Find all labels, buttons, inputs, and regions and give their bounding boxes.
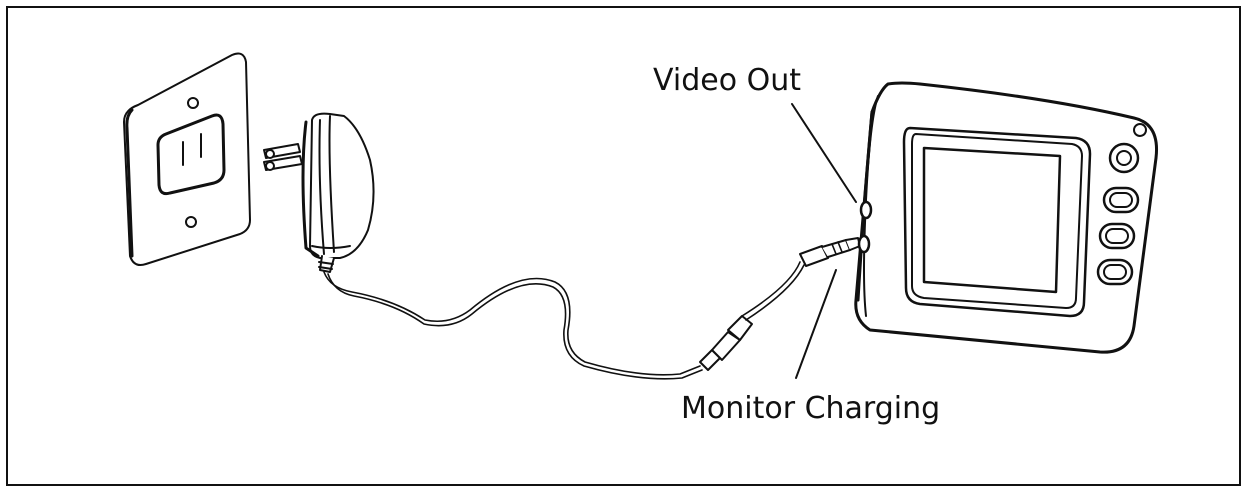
video-out-port [859, 200, 873, 220]
charging-cable [323, 237, 861, 380]
charging-port [857, 234, 871, 254]
video-out-leader [791, 103, 857, 203]
power-adapter [301, 112, 375, 273]
wall-outlet [123, 52, 251, 266]
plug-prongs [263, 143, 303, 171]
outlet-socket [156, 113, 226, 196]
monitor-device [854, 81, 1159, 354]
video-out-label: Video Out [653, 63, 801, 98]
connection-diagram [123, 52, 1159, 380]
monitor-charging-label: Monitor Charging [681, 391, 941, 426]
monitor-charging-leader [795, 269, 837, 379]
